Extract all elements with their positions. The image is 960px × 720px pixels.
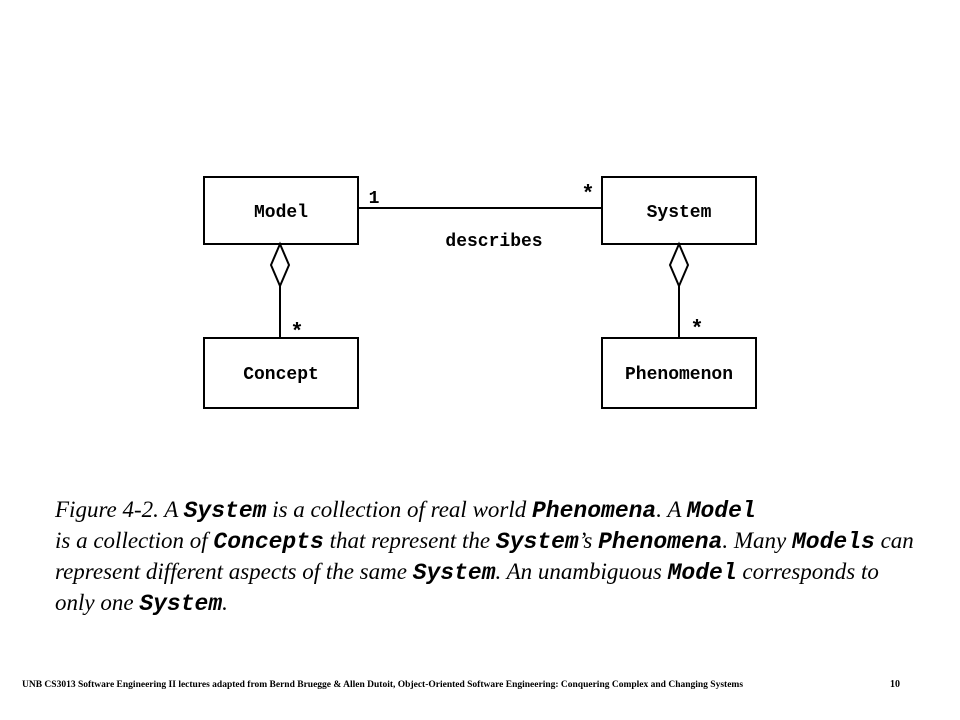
uml-class-diagram: Model System Concept Phenomenon describe… <box>203 176 757 409</box>
caption-code: Model <box>686 498 756 524</box>
caption-text: that represent the <box>323 528 496 553</box>
caption-code: Phenomena <box>532 498 657 524</box>
caption-text: . <box>222 590 228 615</box>
slide-footer: UNB CS3013 Software Engineering II lectu… <box>22 680 744 690</box>
system-class-box <box>601 176 757 245</box>
figure-caption: Figure 4-2. A System is a collection of … <box>55 495 915 619</box>
model-class-name: Model <box>254 203 308 223</box>
model-aggregation-diamond <box>269 241 291 289</box>
caption-code: System <box>412 560 496 586</box>
caption-code: System <box>183 498 267 524</box>
caption-code: Concepts <box>213 529 324 555</box>
caption-text: can represent different aspects of the s… <box>55 528 914 584</box>
caption-text: . Many <box>722 528 792 553</box>
concept-class-name: Concept <box>243 365 319 385</box>
caption-text: Figure 4-2. A <box>55 497 184 522</box>
page-number: 10 <box>890 679 900 690</box>
phenomenon-class-name: Phenomenon <box>625 365 733 385</box>
caption-text: . An unambiguous <box>495 559 668 584</box>
system-multiplicity: * <box>581 182 594 207</box>
caption-code: Phenomena <box>598 529 723 555</box>
caption-text: . A <box>656 497 687 522</box>
caption-text: is a collection of real world <box>266 497 532 522</box>
concept-multiplicity: * <box>290 320 303 345</box>
phenomenon-multiplicity: * <box>690 317 703 342</box>
caption-code: System <box>495 529 579 555</box>
model-multiplicity: 1 <box>369 189 380 209</box>
caption-code: Model <box>667 560 737 586</box>
caption-code: System <box>139 591 223 617</box>
caption-text: is a collection of <box>55 528 214 553</box>
describes-label: describes <box>445 232 542 252</box>
system-aggregation-diamond <box>668 241 690 289</box>
model-class-box <box>203 176 359 245</box>
system-class-name: System <box>647 203 712 223</box>
caption-text: ’s <box>578 528 599 553</box>
caption-text: corresponds to only one <box>55 559 879 615</box>
phenomenon-class-box <box>601 337 757 409</box>
caption-code: Models <box>791 529 875 555</box>
